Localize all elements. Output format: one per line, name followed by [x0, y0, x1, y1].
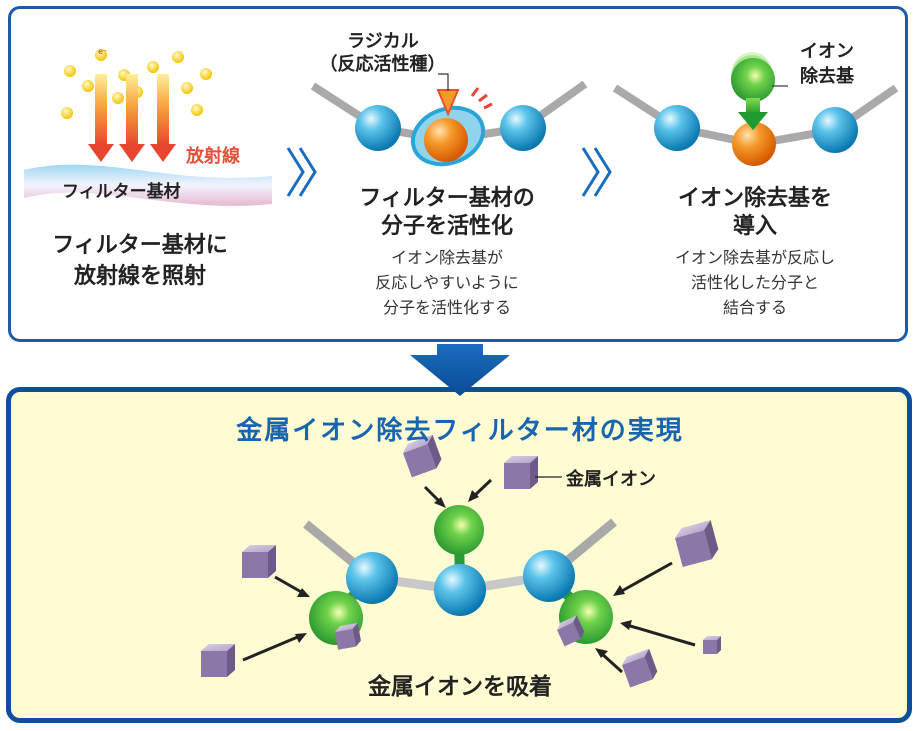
- result-caption: 金属イオンを吸着: [368, 674, 552, 700]
- radical-label-line1: ラジカル: [347, 31, 419, 52]
- step3-desc-line2: 活性化した分子と: [690, 273, 819, 292]
- substrate-film: [24, 164, 272, 206]
- grafted-molecule: [612, 52, 899, 166]
- step1-title-line2: 放射線を照射: [73, 264, 206, 289]
- radiation-arrows: [88, 74, 176, 162]
- radical-label-line2: （反応活性種）: [319, 54, 446, 75]
- step2-desc-line2: 反応しやすいように: [375, 273, 519, 292]
- adsorbent-molecule: [303, 505, 617, 645]
- step2-title-line1: フィルター基材の: [359, 186, 535, 211]
- step3-title-line1: イオン除去基を: [677, 186, 832, 211]
- result-arrow: [410, 344, 510, 396]
- step3-desc-line3: 結合する: [722, 298, 787, 317]
- activated-molecule: [310, 73, 588, 167]
- result-title: 金属イオン除去フィルター材の実現: [236, 416, 684, 446]
- step2-desc-line1: イオン除去基が: [390, 248, 503, 267]
- step3-desc-line1: イオン除去基が反応し: [674, 248, 835, 267]
- step2-title-line2: 分子を活性化: [380, 214, 513, 239]
- ion-group-label-line1: イオン: [800, 41, 854, 62]
- electron-label: e⁻: [98, 47, 108, 56]
- step3-title-line2: 導入: [732, 214, 777, 239]
- substrate-label: フィルター基材: [62, 182, 181, 202]
- next-chevron-1: [286, 147, 317, 197]
- electron-particles: [61, 49, 212, 119]
- ion-group-label-line2: 除去基: [800, 66, 854, 87]
- step1-title-line1: フィルター基材に: [52, 233, 228, 258]
- metal-ion-label: 金属イオン: [566, 469, 656, 490]
- adsorption-arrows: [242, 476, 696, 674]
- next-chevron-2: [581, 147, 612, 197]
- metal-ion-cubes: [201, 434, 721, 688]
- radiation-label: 放射線: [186, 146, 240, 167]
- step2-desc-line3: 分子を活性化する: [382, 298, 511, 317]
